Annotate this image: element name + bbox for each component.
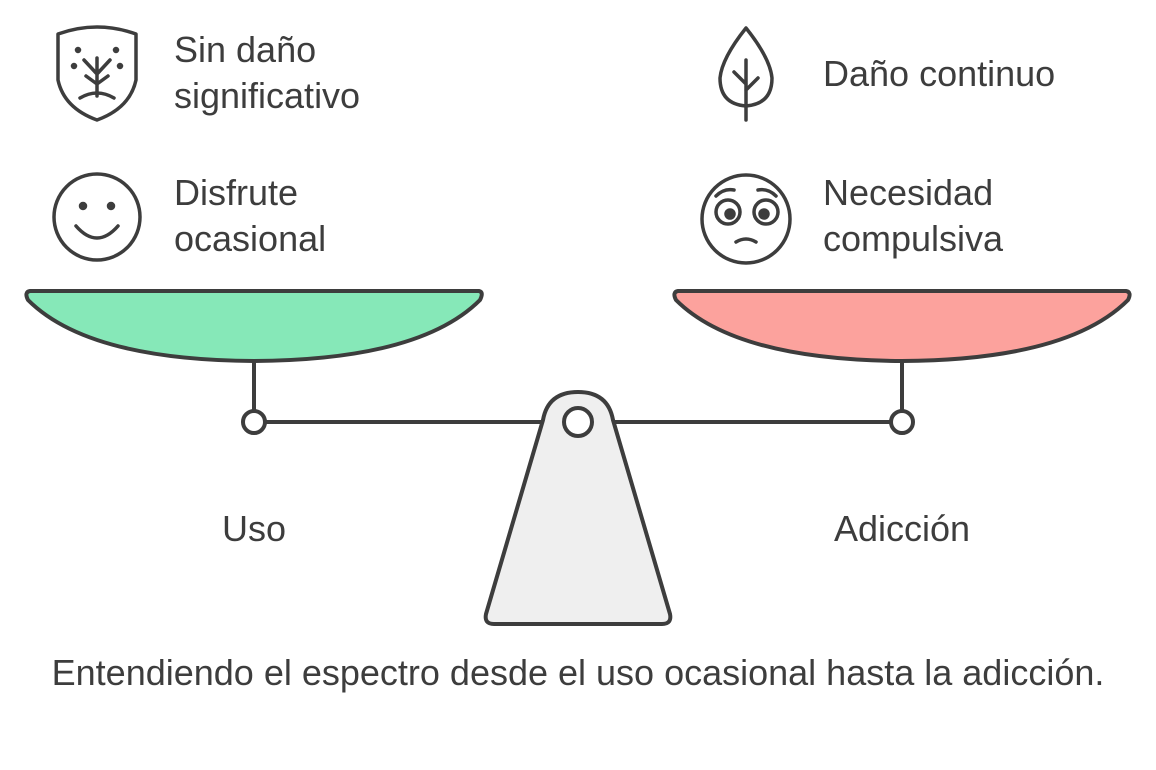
right-pan <box>672 289 1132 363</box>
right-pivot <box>889 409 915 435</box>
right-item-2-text: Necesidad compulsiva <box>823 172 1004 259</box>
left-item-2-text: Disfrute ocasional <box>174 172 327 259</box>
right-item-1-text: Daño continuo <box>823 53 1056 94</box>
left-pan <box>24 289 484 363</box>
shield-tree-icon <box>56 25 138 122</box>
leaf-icon <box>718 26 774 122</box>
left-pivot <box>241 409 267 435</box>
left-side-label: Uso <box>221 508 287 549</box>
fulcrum-pivot <box>562 406 594 438</box>
smiling-face-icon <box>52 172 142 262</box>
diagram-caption: Entendiendo el espectro desde el uso oca… <box>51 652 1105 693</box>
right-side-label: Adicción <box>833 508 971 549</box>
fulcrum <box>483 390 673 626</box>
pleading-face-icon <box>700 173 792 265</box>
left-item-1-text: Sin daño significativo <box>174 29 361 116</box>
